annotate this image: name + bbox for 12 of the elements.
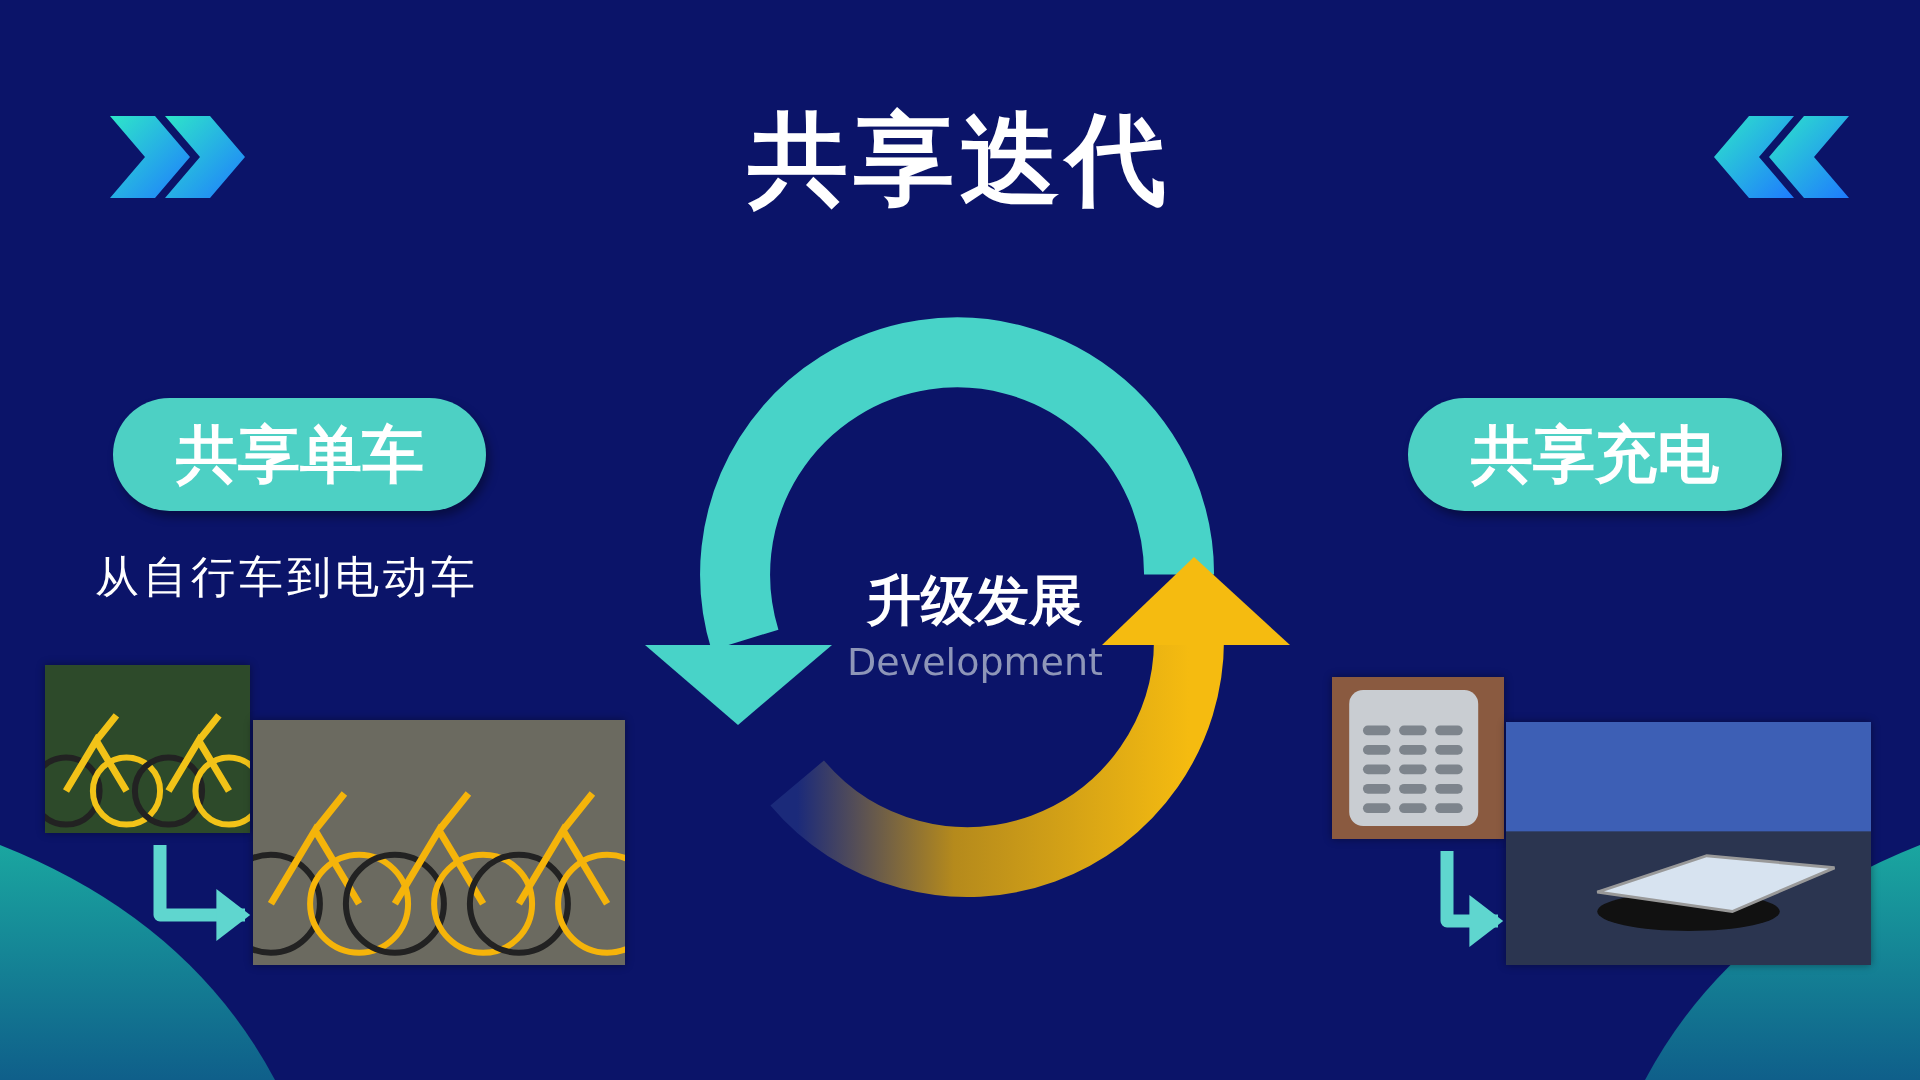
- pill-button: 共享充电: [1408, 398, 1782, 511]
- pill-button: 共享单车: [113, 398, 486, 511]
- subtitle: 从自行车到电动车: [95, 550, 480, 604]
- photo: [1506, 722, 1871, 965]
- photo: [253, 720, 625, 965]
- center-label: 升级发展: [866, 568, 1084, 634]
- arrow: [153, 845, 251, 941]
- photo: [1332, 677, 1504, 839]
- title: 共享迭代: [747, 100, 1173, 220]
- photo: [45, 665, 250, 833]
- arrow: [1440, 851, 1504, 947]
- center-caption: Development: [846, 640, 1104, 684]
